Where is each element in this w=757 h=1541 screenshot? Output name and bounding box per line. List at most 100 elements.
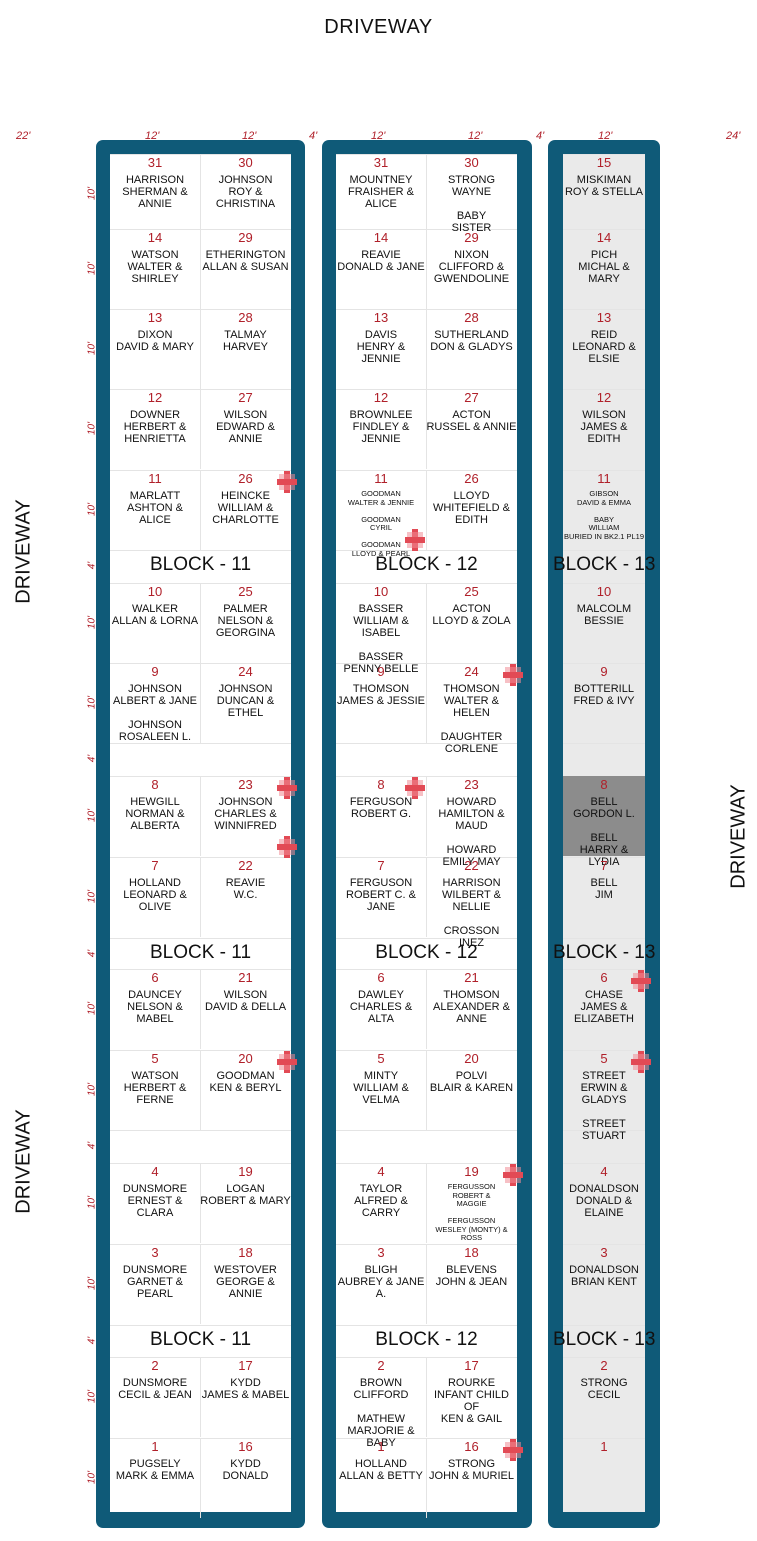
grid-line [200, 229, 201, 309]
plot-occupants: LLOYD WHITEFIELD & EDITH [432, 490, 510, 526]
plot-number: 7 [600, 858, 608, 873]
plot-number: 5 [377, 1051, 385, 1066]
plot-occupants: REAVIE W.C. [225, 877, 266, 901]
plot-number: 24 [238, 664, 253, 679]
grid-line [563, 1357, 645, 1358]
cross-marker-icon [631, 1051, 651, 1073]
grid-line [200, 583, 201, 663]
plot-number: 5 [151, 1051, 159, 1066]
grid-line [426, 1438, 427, 1518]
plot-occupants: GIBSON DAVID & EMMA BABY WILLIAM BURIED … [563, 489, 645, 541]
plot-occupants: JOHNSON DUNCAN & ETHEL [216, 683, 275, 719]
cross-marker-icon [405, 777, 425, 799]
grid-line [426, 663, 427, 743]
plot-occupants: TALMAY HARVEY [222, 329, 269, 353]
plot-occupants: DOWNER HERBERT & HENRIETTA [123, 409, 187, 445]
plot-number: 10 [373, 584, 389, 599]
grid-line [426, 1357, 427, 1437]
plot-number: 7 [377, 858, 385, 873]
plot-occupants: LOGAN ROBERT & MARY [200, 1183, 291, 1207]
plot-number: 31 [373, 155, 389, 170]
grid-line [200, 1163, 201, 1243]
plot-cell[interactable]: 1 [563, 1438, 645, 1518]
plot-number: 10 [147, 584, 163, 599]
plot-occupants: MARLATT ASHTON & ALICE [126, 490, 184, 526]
